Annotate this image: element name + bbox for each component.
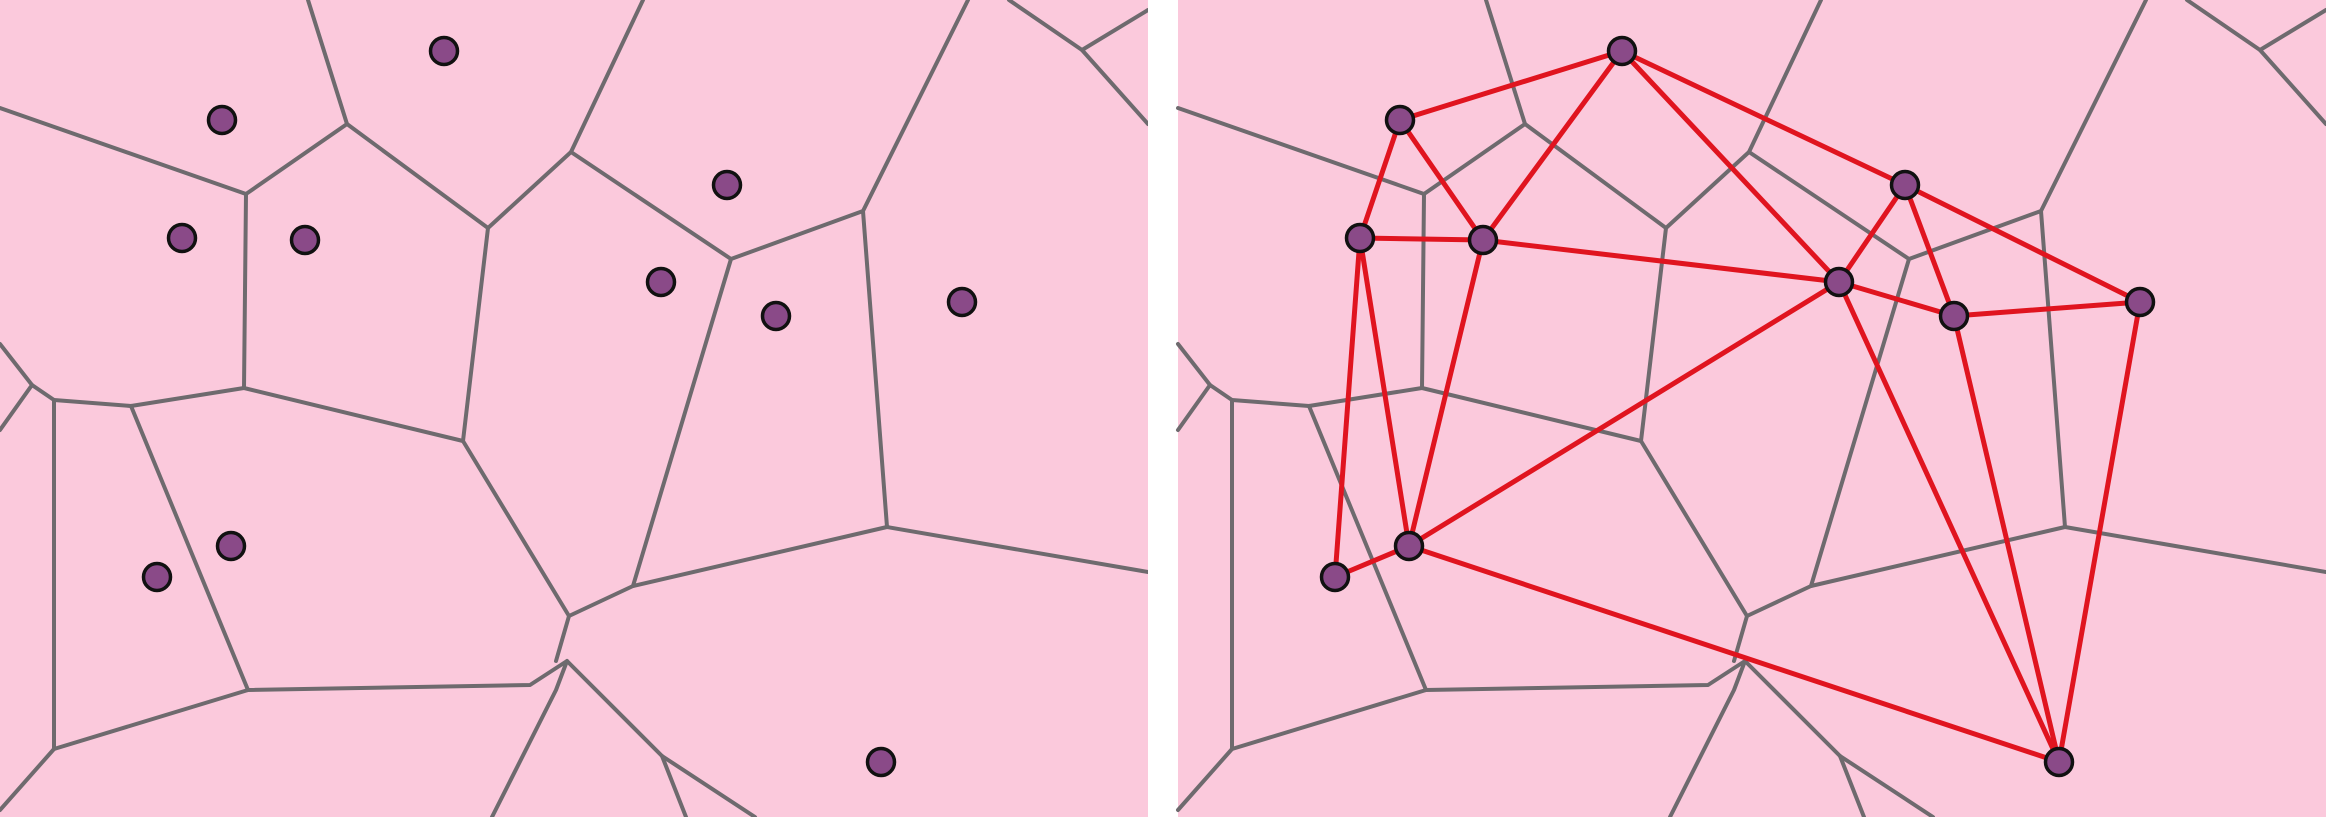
delaunay-edge (1951, 299, 2143, 319)
delaunay-edge (1357, 235, 1412, 549)
voronoi-edges (1176, 0, 2326, 817)
site-point (1889, 169, 1921, 201)
delaunay-edge (1619, 48, 1908, 188)
delaunay-edge (1406, 279, 1842, 549)
sites (141, 35, 978, 778)
panel-voronoi-only (0, 0, 1150, 817)
voronoi-edge (0, 106, 490, 230)
delaunay-edge (1397, 48, 1625, 123)
delaunay-edges (1332, 48, 2143, 765)
voronoi-edge (1307, 404, 1428, 692)
site-point (166, 222, 198, 254)
site-point (711, 169, 743, 201)
voronoi-edge (861, 0, 970, 213)
voronoi-edge (1176, 747, 1234, 812)
voronoi-background (1178, 0, 2326, 817)
delaunay-edge (1836, 182, 1908, 285)
voronoi-edge (2039, 0, 2148, 213)
delaunay-edge (1619, 48, 1842, 285)
voronoi-edge (1809, 257, 1911, 588)
site-point (289, 224, 321, 256)
voronoi-edge (554, 614, 571, 663)
site-point (141, 561, 173, 593)
site-point (645, 266, 677, 298)
site-point (1384, 104, 1416, 136)
site-point (1938, 300, 1970, 332)
voronoi-edge (1747, 150, 2067, 529)
voronoi-edge (0, 383, 34, 432)
delaunay-edge (2056, 299, 2143, 765)
site-point (1393, 530, 1425, 562)
site-point (760, 300, 792, 332)
voronoi-edge (1639, 0, 2326, 618)
voronoi-edge (569, 150, 889, 529)
site-point (1467, 224, 1499, 256)
delaunay-edge (1902, 182, 2143, 305)
voronoi-edge (1838, 754, 1866, 817)
delaunay-edge (1397, 117, 1486, 243)
site-point (865, 746, 897, 778)
voronoi-edge (631, 257, 733, 588)
delaunay-edge (1836, 279, 1957, 319)
voronoi-edge (1484, 0, 1527, 126)
site-point (1606, 35, 1638, 67)
delaunay-edge (1836, 279, 2062, 765)
delaunay-edge (1951, 313, 2062, 765)
delaunay-edge (1357, 117, 1403, 241)
site-point (946, 286, 978, 318)
voronoi-edge (461, 0, 1150, 618)
site-point (206, 104, 238, 136)
delaunay-edge (1406, 237, 1486, 549)
delaunay-edge (1480, 237, 1842, 285)
voronoi-edge (129, 404, 250, 692)
delaunay-edge (1406, 543, 2062, 765)
delaunay-edge (1332, 235, 1363, 580)
voronoi-background (0, 0, 1148, 817)
voronoi-edge (660, 754, 688, 817)
site-point (428, 35, 460, 67)
voronoi-edge (1080, 8, 1150, 52)
voronoi-edge (1176, 383, 1212, 432)
site-point (1823, 266, 1855, 298)
site-point (1344, 222, 1376, 254)
voronoi-edge (306, 0, 349, 126)
site-point (2043, 746, 2075, 778)
voronoi-edge (1176, 106, 1668, 230)
panel-divider (1148, 0, 1178, 817)
delaunay-edge (1902, 182, 1957, 319)
site-point (1319, 561, 1351, 593)
voronoi-edge (0, 747, 56, 812)
voronoi-edges (0, 0, 1150, 817)
delaunay-edge (1480, 48, 1625, 243)
delaunay-edge (1357, 235, 1486, 243)
site-point (215, 530, 247, 562)
site-point (2124, 286, 2156, 318)
voronoi-edge (2258, 8, 2326, 52)
panel-voronoi-with-delaunay (1176, 0, 2326, 817)
sites (1319, 35, 2156, 778)
